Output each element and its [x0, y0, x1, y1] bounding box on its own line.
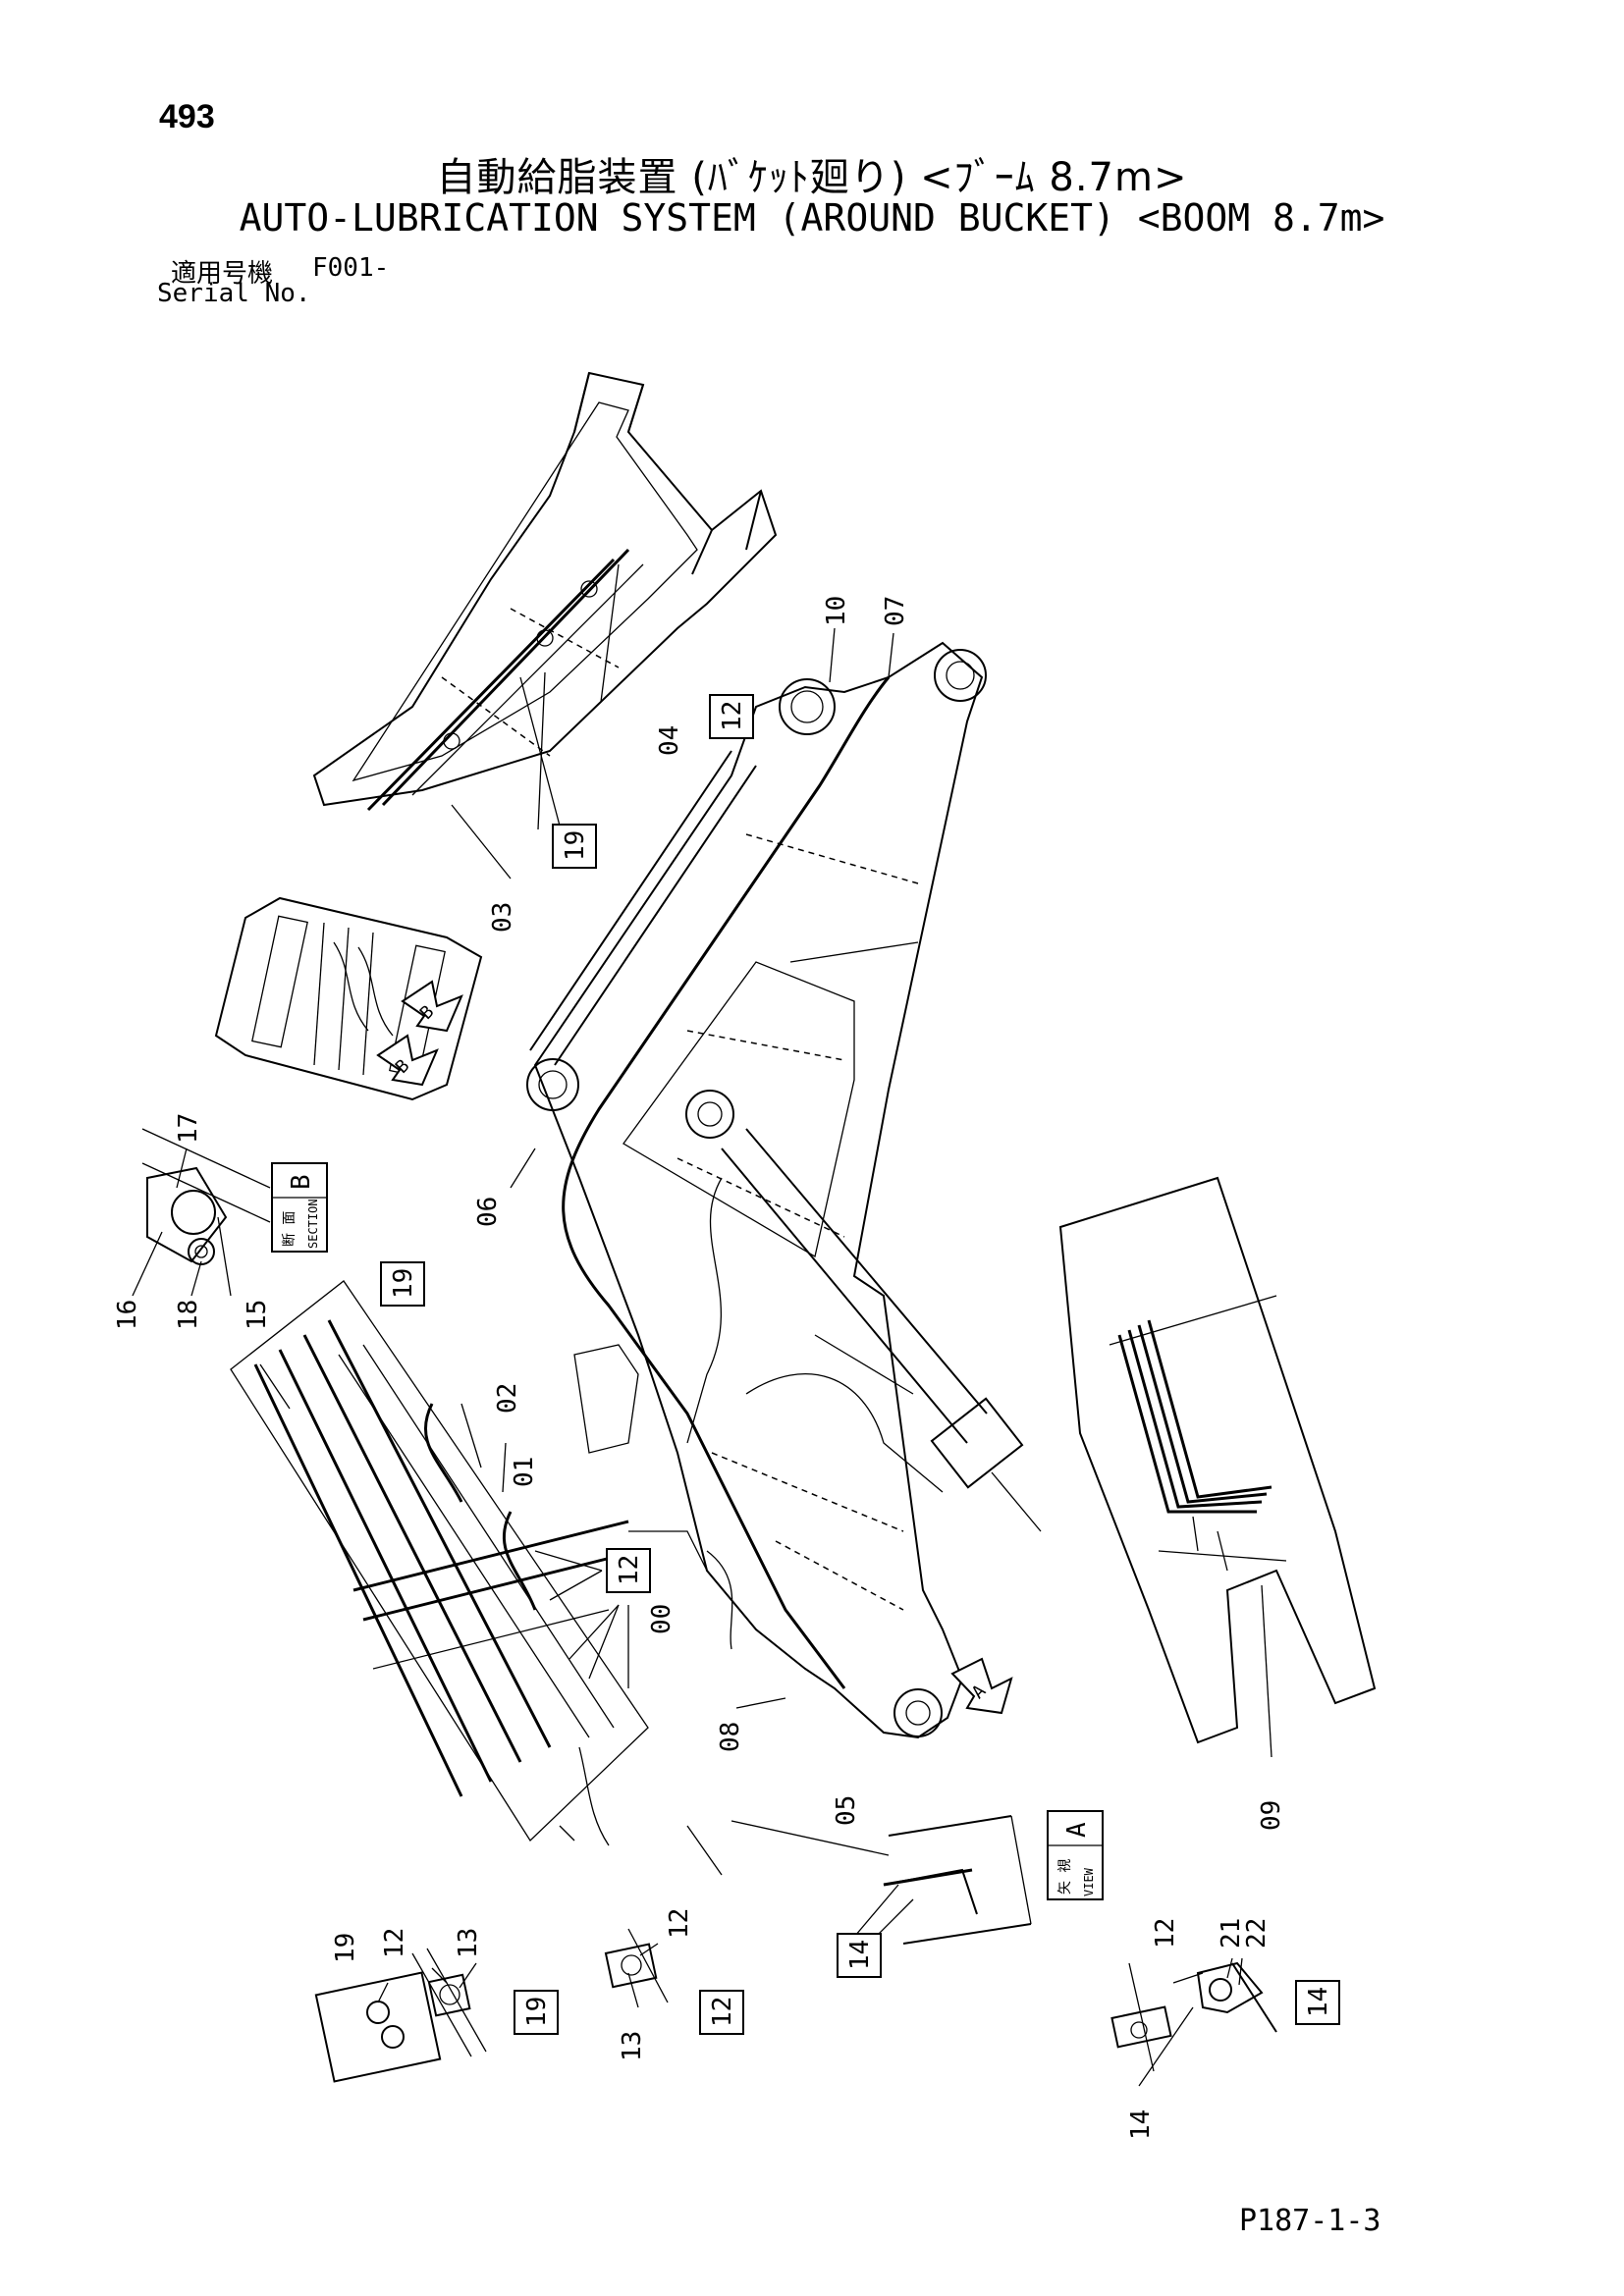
svg-text:19: 19 [561, 830, 590, 861]
callout-18: 18 [174, 1300, 203, 1330]
view-label-jp: 矢 視 [1057, 1859, 1073, 1895]
callout-12b: 12 [665, 1908, 694, 1939]
bucket-pin-section-view [214, 896, 483, 1101]
boxed-references: 12 19 19 12 14 19 12 14 [380, 694, 1340, 2035]
callout-16: 16 [113, 1300, 142, 1330]
boxed-ref-12-top: 12 [709, 694, 754, 739]
boxed-ref-12-mid: 12 [606, 1548, 651, 1593]
svg-text:12: 12 [718, 701, 747, 731]
callout-14: 14 [1126, 2109, 1156, 2140]
arrow-marker-a: A [950, 1657, 1013, 1715]
callout-labels: 04 19 03 10 07 06 02 01 00 08 09 17 16 1… [113, 596, 1286, 2140]
view-letter: A [1062, 1822, 1092, 1838]
clamp-detail-19 [314, 1948, 487, 2083]
callout-08: 08 [716, 1722, 745, 1752]
arm-end-upper-view [312, 371, 778, 812]
boxed-ref-12-bottom: 12 [699, 1990, 744, 2035]
callout-17: 17 [174, 1113, 203, 1144]
view-a-detail [883, 1815, 1032, 1945]
callout-06: 06 [473, 1197, 503, 1227]
section-label-jp: 断 面 [282, 1211, 298, 1247]
boxed-ref-19-top: 19 [552, 824, 597, 869]
page-number: 493 [159, 98, 215, 135]
callout-10: 10 [822, 596, 851, 626]
view-a-mark: A 矢 視 VIEW [1047, 1810, 1104, 1900]
section-label-en: SECTION [306, 1199, 320, 1249]
serial-value: F001- [312, 253, 390, 283]
callout-09: 09 [1257, 1800, 1286, 1831]
boxed-ref-19-bottom: 19 [514, 1990, 559, 2035]
callout-12c: 12 [1151, 1918, 1180, 1949]
view-label-en: VIEW [1082, 1867, 1096, 1896]
clamp-detail-14 [1110, 1961, 1277, 2072]
svg-text:12: 12 [708, 1997, 737, 2027]
callout-22: 22 [1242, 1918, 1272, 1949]
svg-text:19: 19 [389, 1268, 418, 1299]
document-code: P187-1-3 [1239, 2204, 1381, 2238]
svg-text:14: 14 [845, 1940, 875, 1970]
arm-and-bucket-cylinder [526, 641, 1042, 1739]
boom-end-view [1058, 1176, 1377, 1744]
svg-text:12: 12 [615, 1555, 644, 1585]
boxed-ref-14-bottom: 14 [1295, 1980, 1340, 2025]
section-letter: B [287, 1174, 316, 1190]
boxed-ref-14-view: 14 [837, 1933, 882, 1978]
callout-04: 04 [655, 725, 684, 756]
section-b-detail [141, 1128, 271, 1265]
arrow-marker-b2: B [376, 1034, 439, 1087]
svg-text:19: 19 [522, 1997, 552, 2027]
svg-text:14: 14 [1304, 1987, 1333, 2017]
callout-02: 02 [493, 1383, 522, 1414]
serial-label-english: Serial No. [157, 279, 311, 308]
callout-03: 03 [488, 902, 517, 933]
callout-01: 01 [510, 1457, 539, 1487]
callout-05: 05 [832, 1795, 861, 1826]
callout-21: 21 [1217, 1918, 1246, 1949]
boxed-ref-19-mid: 19 [380, 1261, 425, 1307]
callout-19b: 19 [331, 1933, 360, 1963]
hose-bundle-detail [230, 1280, 649, 1846]
callout-00: 00 [647, 1604, 677, 1634]
section-b-mark: B 断 面 SECTION [271, 1162, 328, 1253]
arrow-marker-b1: B [401, 980, 463, 1033]
title-japanese: 自動給脂装置 (ﾊﾞｹｯﾄ廻り) <ﾌﾞｰﾑ 8.7m> [436, 155, 1188, 200]
clamp-detail-12 [604, 1928, 669, 2003]
callout-13a: 13 [454, 1928, 483, 1958]
callout-15: 15 [243, 1300, 272, 1330]
title-english: AUTO-LUBRICATION SYSTEM (AROUND BUCKET) … [239, 196, 1385, 240]
serial-label-japanese: 適用号機 [171, 259, 274, 289]
callout-12a: 12 [380, 1928, 409, 1958]
leader-lines [132, 563, 1272, 2087]
callout-13b: 13 [618, 2031, 647, 2061]
callout-07: 07 [881, 596, 910, 626]
